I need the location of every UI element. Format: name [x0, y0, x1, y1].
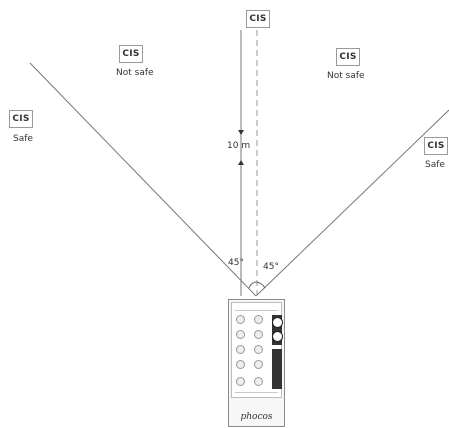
panel-icon: [254, 360, 263, 369]
distance-label: 10 m: [227, 141, 251, 151]
panel-icon: [236, 315, 245, 324]
controller-panel: phocos: [228, 299, 285, 427]
panel-display: [272, 349, 282, 389]
angle-arc-right: [255, 281, 266, 289]
panel-display: [272, 315, 282, 345]
sensor-upper-left: CIS: [119, 45, 143, 63]
left-boundary-line: [29, 62, 257, 297]
panel-icon: [236, 330, 245, 339]
angle-left-label: 45°: [228, 258, 244, 268]
angle-arc-left: [248, 281, 257, 289]
sensor-far-left: CIS: [9, 110, 33, 128]
panel-icon: [254, 330, 263, 339]
sensor-far-right: CIS: [424, 137, 448, 155]
safe-left-label: Safe: [13, 134, 33, 144]
sensor-upper-right: CIS: [336, 48, 360, 66]
sensor-top: CIS: [246, 10, 270, 28]
arrow-up: [238, 160, 244, 165]
brand-logo: phocos: [240, 412, 273, 422]
panel-icon: [254, 315, 263, 324]
panel-dial: [272, 331, 283, 342]
not-safe-right-label: Not safe: [327, 71, 365, 81]
not-safe-left-label: Not safe: [116, 68, 154, 78]
panel-icon: [254, 345, 263, 354]
panel-icon: [236, 345, 245, 354]
angle-right-label: 45°: [263, 262, 279, 272]
safe-right-label: Safe: [425, 160, 445, 170]
panel-dial: [272, 317, 283, 328]
panel-rule: [235, 310, 278, 311]
right-boundary-line: [255, 109, 449, 297]
panel-rule: [235, 392, 278, 393]
panel-icon: [236, 360, 245, 369]
arrow-down: [238, 130, 244, 135]
controller-face: [231, 302, 283, 398]
panel-icon: [236, 377, 245, 386]
panel-icon: [254, 377, 263, 386]
